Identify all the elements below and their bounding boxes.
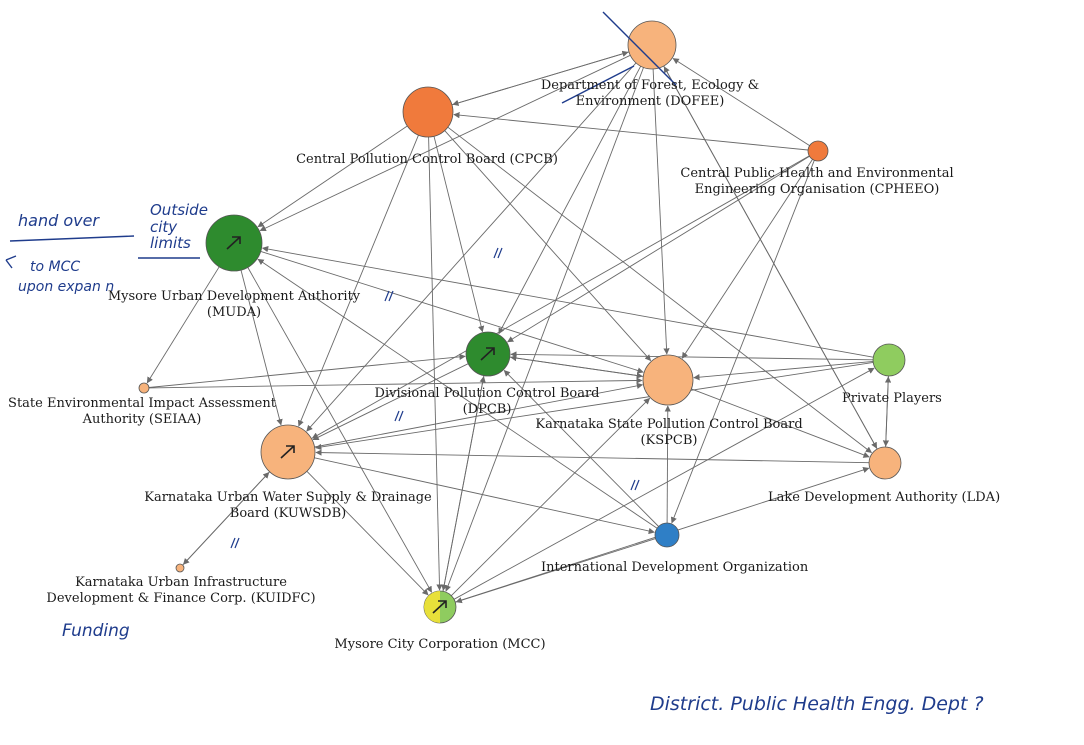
edge-tick-mark <box>384 290 394 302</box>
edge-kuidfc-to-kuwsdb <box>182 472 270 566</box>
edge-cpheeo-to-cpcb <box>453 112 809 151</box>
edge-mcc-to-private <box>453 367 875 600</box>
edge-cpheeo-to-dpcb <box>507 155 810 343</box>
label-lda: Lake Development Authority (LDA) <box>768 490 1001 505</box>
node-cpcb <box>402 86 454 138</box>
node-mcc-half <box>424 591 440 623</box>
node-mark-muda <box>226 236 241 250</box>
label-private-players: Private Players <box>842 391 942 406</box>
edge-lda-to-kuwsdb <box>315 449 870 464</box>
edge-cpcb-to-ksp <box>444 130 652 362</box>
edge-cpheeo-to-kuwsdb <box>311 155 810 439</box>
edge-mcc-to-ksp <box>450 397 651 597</box>
edge-private-to-muda <box>261 245 874 358</box>
ink-underline-hand-over <box>9 235 135 242</box>
edge-dofee-to-mcc <box>445 67 644 592</box>
edge-cpheeo-to-dofee <box>672 58 810 146</box>
annotation-funding: Funding <box>62 621 130 641</box>
node-mark-dpcb <box>480 347 495 361</box>
ink-strike-dofee-2 <box>561 65 635 104</box>
annotation-upon-expansion: upon expan n <box>18 279 115 295</box>
edge-cpcb-to-lda <box>447 126 872 453</box>
edge-cpheeo-to-ido <box>670 160 815 524</box>
edge-muda-to-mcc <box>247 267 432 593</box>
node-ksp <box>642 354 694 406</box>
edge-ido-to-ksp <box>664 405 671 524</box>
edge-tick-mark <box>230 537 240 549</box>
ink-arrow-left <box>5 255 17 269</box>
edge-ksp-to-lda <box>691 388 870 458</box>
edge-muda-to-kuwsdb <box>240 269 283 426</box>
label-mcc: Mysore City Corporation (MCC) <box>334 637 546 652</box>
edge-private-to-dpcb <box>510 351 874 361</box>
label-ido: International Development Organization <box>541 560 809 575</box>
edge-private-to-kuwsdb <box>315 361 874 451</box>
edge-lda-to-dofee <box>663 66 878 450</box>
edge-tick-mark <box>394 410 404 422</box>
label-cpcb: Central Pollution Control Board (CPCB) <box>296 152 558 167</box>
edge-ido-to-dpcb <box>503 369 659 527</box>
edge-muda-to-seiaa <box>146 266 220 384</box>
edge-ido-to-muda <box>257 258 658 529</box>
edge-cpheeo-to-ksp <box>681 159 813 359</box>
edge-cpcb-to-muda <box>257 125 408 228</box>
annotation-to-mcc: to MCC <box>30 259 81 275</box>
label-kspcb: Karnataka State Pollution Control Board(… <box>535 417 803 449</box>
edge-dofee-to-dpcb <box>498 65 642 335</box>
edge-dpcb-to-kuwsdb <box>312 363 469 441</box>
annotation-footer: District. Public Health Engg. Dept ? <box>650 693 984 715</box>
edge-dpcb-to-mcc <box>441 375 485 591</box>
edge-kuwsdb-to-ksp <box>314 382 644 448</box>
edge-dofee-to-kuwsdb <box>306 62 637 432</box>
edge-dofee-to-ksp <box>652 68 670 355</box>
edge-lda-to-private <box>884 376 892 448</box>
edge-ido-to-mcc <box>455 538 656 604</box>
label-muda: Mysore Urban Development Authority(MUDA) <box>107 289 361 321</box>
annotation-outside-city: Outside city limits <box>150 201 208 252</box>
edge-private-to-ksp <box>693 360 874 381</box>
node-lda <box>868 446 902 480</box>
label-dpcb: Divisional Pollution Control Board(DPCB) <box>374 386 600 418</box>
annotation-hand-over: hand over <box>18 211 100 230</box>
node-seiaa <box>138 382 150 394</box>
edge-cpcb-to-kuwsdb <box>297 134 419 427</box>
node-ido <box>654 522 680 548</box>
node-kuidfc <box>175 563 185 573</box>
edge-tick-mark <box>630 479 640 491</box>
label-dofee: Department of Forest, Ecology &Environme… <box>540 78 760 110</box>
ink-strike-dofee <box>602 11 677 86</box>
edge-dofee-to-muda <box>259 54 631 232</box>
node-mark-mcc <box>432 600 447 614</box>
edge-ksp-to-dpcb <box>510 354 644 377</box>
node-private <box>872 343 906 377</box>
edge-tick-mark <box>493 247 503 259</box>
edge-cpcb-to-mcc <box>428 136 443 591</box>
node-mark-kuwsdb <box>280 445 295 459</box>
node-dofee <box>627 20 677 70</box>
edge-kuwsdb-to-mcc <box>306 470 429 596</box>
edge-dofee-to-cpcb <box>452 51 630 106</box>
edge-muda-to-ksp <box>260 250 644 374</box>
edge-seiaa-to-ksp <box>148 377 643 389</box>
node-cpheeo <box>807 140 829 162</box>
edge-cpcb-to-dpcb <box>433 136 485 333</box>
